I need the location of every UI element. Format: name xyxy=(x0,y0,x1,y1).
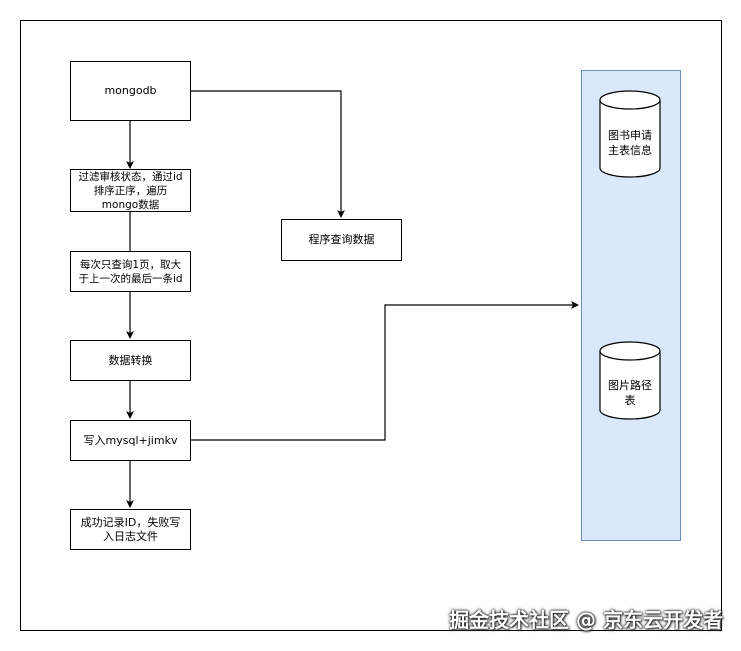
node-convert: 数据转换 xyxy=(70,340,191,381)
database-book-apply-label: 图书申请 主表信息 xyxy=(600,128,660,158)
node-page-query-line1: 每次只查询1页，取大 xyxy=(79,258,182,271)
node-mongodb: mongodb xyxy=(70,61,191,121)
node-log-line1: 成功记录ID，失败写 xyxy=(80,515,181,529)
node-filter-line3: mongo数据 xyxy=(101,198,160,211)
node-program-query: 程序查询数据 xyxy=(281,219,402,261)
database-image-path-line1: 图片路径 xyxy=(608,379,652,392)
node-log-line2: 入日志文件 xyxy=(103,529,158,543)
node-program-query-label: 程序查询数据 xyxy=(308,233,375,246)
node-page-query-line2: 于上一次的最后一条id xyxy=(78,272,183,285)
diagram-frame xyxy=(20,20,722,631)
arrow-write-to-storage xyxy=(190,301,579,441)
database-book-apply xyxy=(599,90,661,178)
node-write: 写入mysql+jimkv xyxy=(70,420,191,461)
watermark: 掘金技术社区 @ 京东云开发者 xyxy=(449,608,723,632)
arrow-mongodb-to-program-query xyxy=(190,90,345,218)
node-mongodb-label: mongodb xyxy=(104,84,157,97)
node-filter-line2: 排序正序，遍历 xyxy=(93,184,168,197)
database-image-path-line2: 表 xyxy=(624,394,636,407)
node-filter-line1: 过滤审核状态，通过id xyxy=(78,170,183,183)
database-book-apply-line2: 主表信息 xyxy=(608,144,652,157)
node-write-label: 写入mysql+jimkv xyxy=(83,433,178,447)
database-book-apply-line1: 图书申请 xyxy=(608,129,652,142)
node-log: 成功记录ID，失败写 入日志文件 xyxy=(70,509,191,550)
node-filter: 过滤审核状态，通过id 排序正序，遍历 mongo数据 xyxy=(70,169,191,212)
node-convert-label: 数据转换 xyxy=(108,353,153,367)
database-image-path xyxy=(599,341,661,420)
database-image-path-label: 图片路径 表 xyxy=(600,378,660,408)
node-page-query: 每次只查询1页，取大 于上一次的最后一条id xyxy=(70,251,191,292)
